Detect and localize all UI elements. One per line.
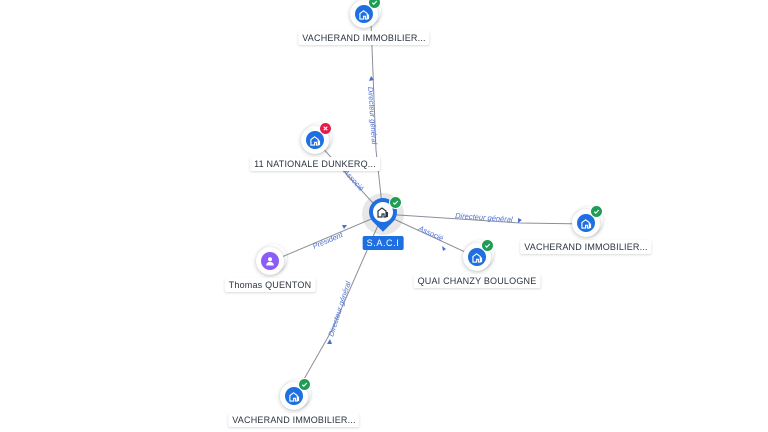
edge-arrow-bottom	[327, 339, 332, 344]
building-icon	[355, 5, 373, 23]
center-label: S.A.C.I	[362, 236, 404, 250]
edge-label-quai: Associé	[416, 223, 445, 243]
node-label: QUAI CHANZY BOULOGNE	[413, 274, 541, 288]
active-badge-icon	[298, 378, 311, 391]
edge-line-bottom	[294, 213, 384, 396]
edge-line-thomas	[269, 213, 384, 263]
edge-arrow-right	[518, 218, 522, 223]
building-icon	[306, 131, 324, 149]
edge-label-top: Directeur général	[366, 87, 379, 145]
building-icon	[577, 214, 595, 232]
edge-arrow-thomas	[342, 225, 347, 229]
edge-label-thomas: Président	[311, 230, 345, 251]
node-label: VACHERAND IMMOBILIER...	[298, 31, 430, 45]
closed-badge-icon	[319, 122, 332, 135]
node-label: VACHERAND IMMOBILIER...	[228, 413, 360, 427]
building-icon	[285, 387, 303, 405]
edge-arrow-quai	[442, 246, 446, 251]
edge-label-right: Directeur général	[455, 211, 513, 224]
edge-label-bottom: Directeur général	[326, 280, 352, 338]
active-badge-icon	[590, 205, 603, 218]
active-badge-icon	[389, 196, 402, 209]
node-label: 11 NATIONALE DUNKERQ...	[250, 157, 380, 171]
node-label: Thomas QUENTON	[224, 278, 316, 292]
person-icon	[261, 252, 279, 270]
edge-arrow-top	[369, 76, 374, 81]
active-badge-icon	[368, 0, 381, 9]
building-icon	[468, 248, 486, 266]
node-label: VACHERAND IMMOBILIER...	[520, 240, 652, 254]
active-badge-icon	[481, 239, 494, 252]
edge-line-right	[382, 213, 589, 225]
building-icon	[373, 202, 393, 222]
edge-line-top	[370, 21, 384, 215]
edge-line-quai	[382, 213, 479, 259]
